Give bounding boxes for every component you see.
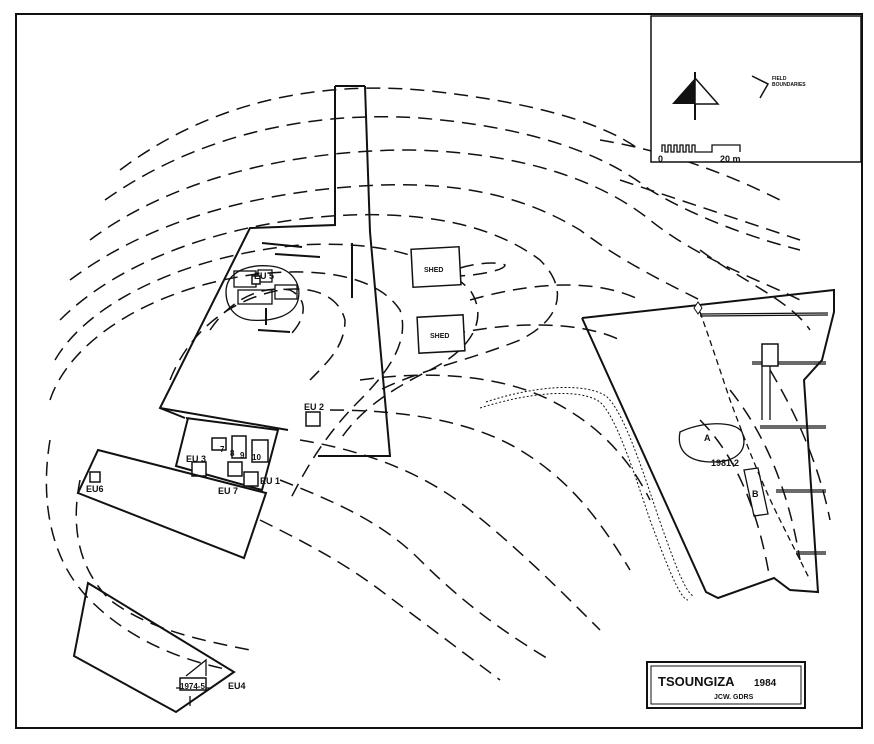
legend-boundaries-label: BOUNDARIES (772, 82, 806, 88)
eu5-label: EU 5 (254, 271, 274, 281)
eu3-label: EU 3 (186, 454, 206, 464)
field-boundary-symbol-icon (751, 75, 770, 99)
legend-field-label: FIELD (772, 76, 787, 82)
footpath (479, 386, 695, 601)
trench-7-label: 7 (220, 445, 225, 454)
trench-10-label: 10 (252, 453, 261, 462)
map-credit: JCW. GDRS (714, 694, 754, 701)
middle-field (174, 411, 321, 492)
map-frame (15, 13, 863, 729)
map-year: 1984 (754, 678, 777, 689)
east-excavation-area (581, 288, 835, 600)
contour-lines (45, 87, 831, 681)
eu1-label: EU 1 (260, 476, 280, 486)
title-block: TSOUNGIZA 1984 JCW. GDRS (646, 661, 806, 709)
trench-9-label: 9 (240, 451, 245, 460)
legend-box: FIELD BOUNDARIES 0 20 m (650, 15, 862, 164)
scale-bar (661, 144, 741, 153)
scale-end-label: 20 m (720, 154, 741, 164)
west-field (76, 448, 268, 560)
eu7-label: EU 7 (218, 486, 238, 496)
north-arrow-icon (672, 72, 720, 120)
area-a-label: A (704, 433, 711, 443)
trench-8-label: 8 (230, 449, 235, 458)
eu5-structure (225, 242, 353, 333)
north-field (158, 85, 392, 457)
eu2-label: EU 2 (304, 402, 324, 412)
season-1981-label: 1981-2 (711, 458, 739, 468)
southwest-field (72, 581, 236, 714)
scale-zero-label: 0 (658, 154, 663, 164)
shed-1-label: SHED (424, 267, 443, 274)
area-b-label: B (752, 489, 759, 499)
shed-2-label: SHED (430, 333, 449, 340)
eu4-label: EU4 (228, 681, 246, 691)
season-1974-label: 1974-5 (180, 682, 205, 691)
sheds (410, 245, 466, 354)
eu6-label: EU6 (86, 484, 104, 494)
map-title: TSOUNGIZA (658, 674, 735, 689)
